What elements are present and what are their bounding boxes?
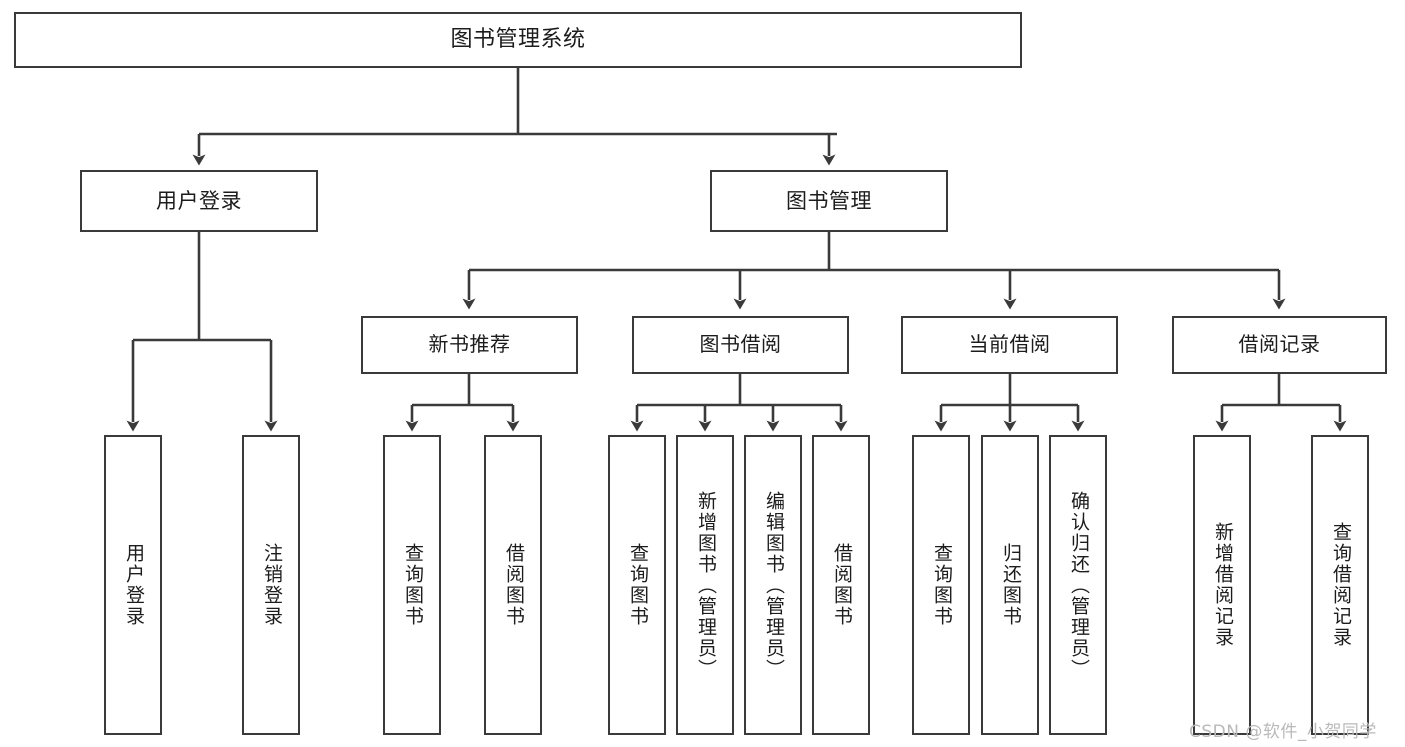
node-leaf-add-book[interactable]: 新增图书（管理员） — [676, 435, 734, 735]
node-book-management[interactable]: 图书管理 — [710, 170, 948, 232]
node-label: 图书管理 — [786, 188, 872, 213]
csdn-watermark: CSDN @软件_小贺同学 — [1189, 722, 1377, 742]
node-root-book-management-system[interactable]: 图书管理系统 — [14, 12, 1022, 68]
node-label: 图书管理系统 — [450, 27, 586, 53]
node-leaf-query-book-current[interactable]: 查询图书 — [912, 435, 970, 735]
node-label: 查询图书 — [930, 543, 953, 627]
node-label: 当前借阅 — [968, 332, 1051, 357]
node-borrow-record[interactable]: 借阅记录 — [1172, 316, 1387, 374]
node-book-borrow[interactable]: 图书借阅 — [632, 316, 849, 374]
node-label: 查询借阅记录 — [1329, 522, 1352, 648]
node-label: 新增借阅记录 — [1211, 522, 1234, 648]
node-label: 借阅图书 — [830, 543, 853, 627]
node-label: 确认归还（管理员） — [1067, 490, 1090, 680]
node-label: 注销登录 — [260, 543, 283, 627]
node-label: 借阅图书 — [502, 543, 525, 627]
node-leaf-logout-login[interactable]: 注销登录 — [242, 435, 300, 735]
node-label: 查询图书 — [401, 543, 424, 627]
node-leaf-query-book-borrow[interactable]: 查询图书 — [608, 435, 666, 735]
node-leaf-add-borrow-record[interactable]: 新增借阅记录 — [1193, 435, 1251, 735]
node-label: 用户登录 — [122, 543, 145, 627]
node-leaf-return-book[interactable]: 归还图书 — [981, 435, 1039, 735]
node-new-book-recommend[interactable]: 新书推荐 — [361, 316, 578, 374]
node-leaf-edit-book[interactable]: 编辑图书（管理员） — [744, 435, 802, 735]
node-leaf-query-borrow-record[interactable]: 查询借阅记录 — [1311, 435, 1369, 735]
node-label: 用户登录 — [156, 188, 242, 213]
node-leaf-borrow-book[interactable]: 借阅图书 — [812, 435, 870, 735]
node-user-login[interactable]: 用户登录 — [80, 170, 318, 232]
node-label: 新书推荐 — [428, 332, 511, 357]
node-leaf-query-book-recommend[interactable]: 查询图书 — [383, 435, 441, 735]
node-leaf-borrow-book-recommend[interactable]: 借阅图书 — [484, 435, 542, 735]
node-leaf-confirm-return[interactable]: 确认归还（管理员） — [1049, 435, 1107, 735]
node-label: 图书借阅 — [699, 332, 782, 357]
node-label: 新增图书（管理员） — [694, 490, 717, 680]
node-label: 归还图书 — [999, 543, 1022, 627]
node-label: 查询图书 — [626, 543, 649, 627]
node-leaf-user-login[interactable]: 用户登录 — [104, 435, 162, 735]
node-label: 编辑图书（管理员） — [762, 490, 785, 680]
node-label: 借阅记录 — [1238, 332, 1321, 357]
node-current-borrow[interactable]: 当前借阅 — [901, 316, 1118, 374]
